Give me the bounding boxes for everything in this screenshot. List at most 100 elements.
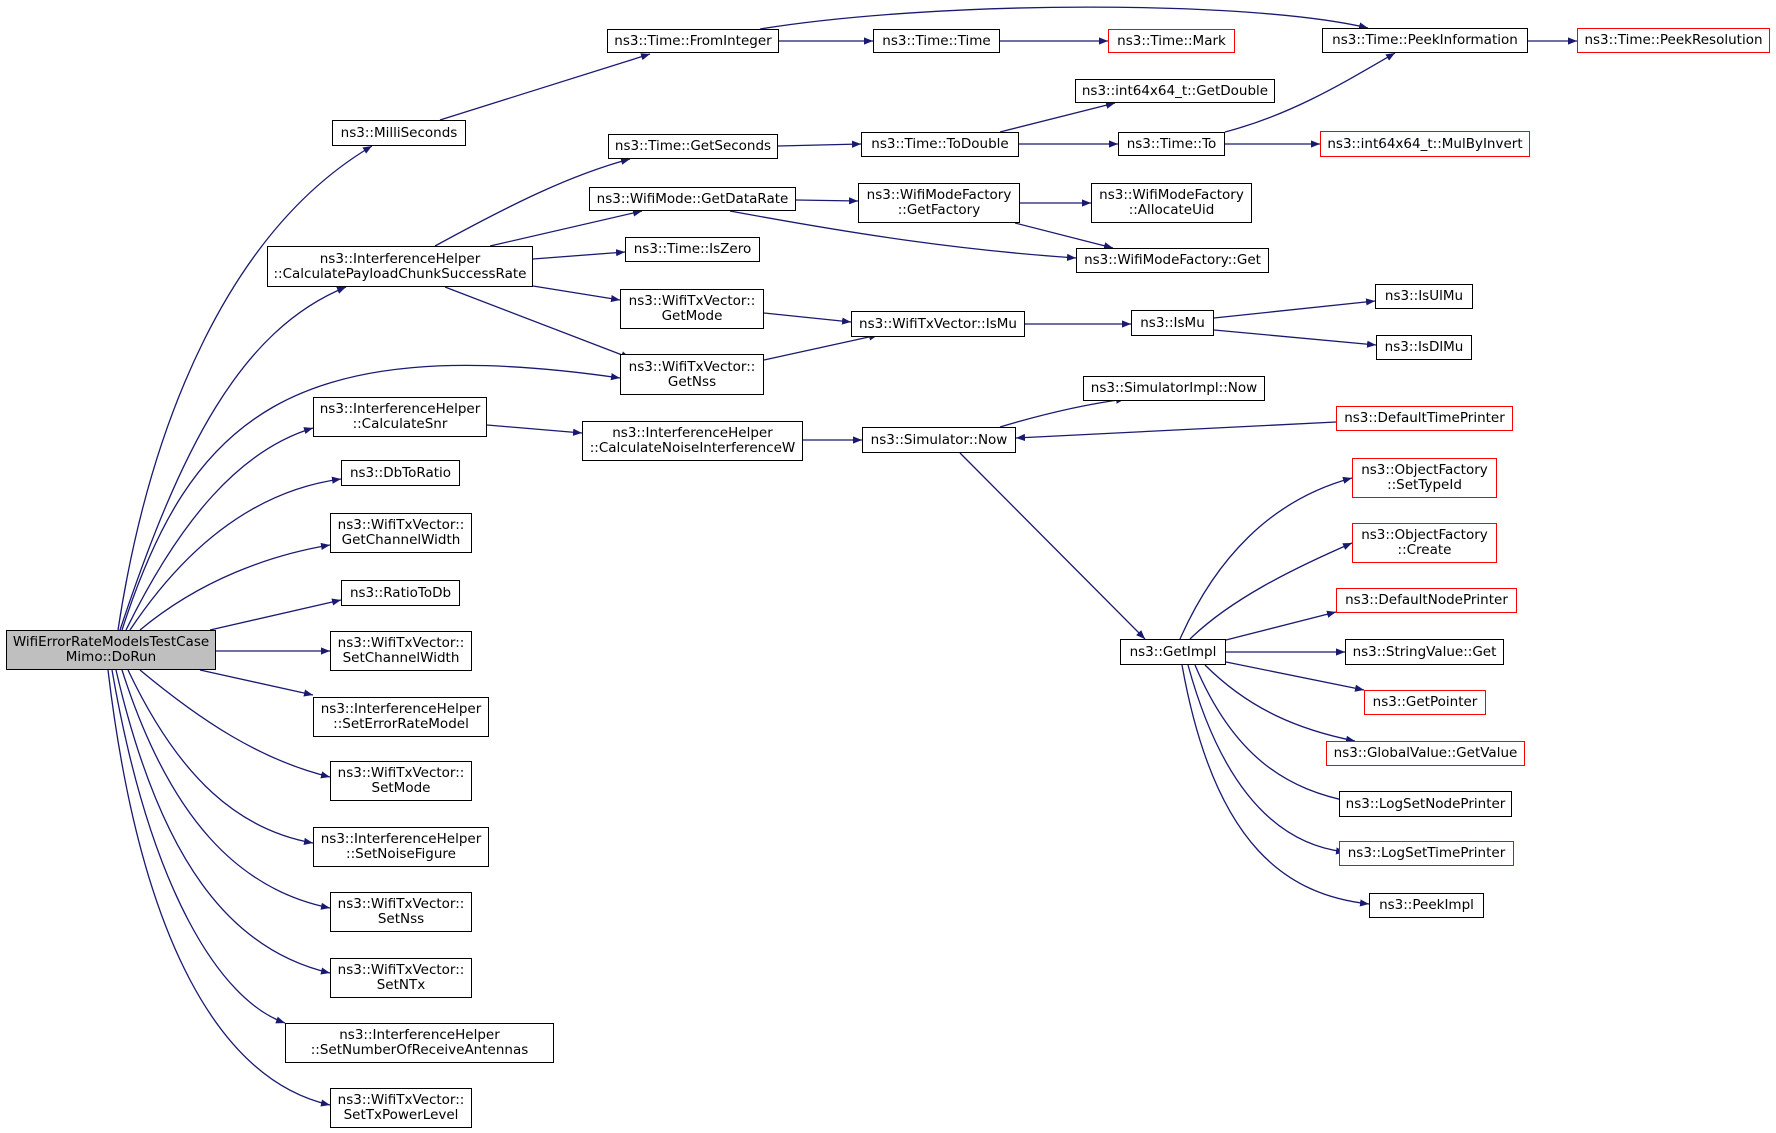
node-label-line: ns3::DefaultTimePrinter [1344,410,1505,426]
edge-root-dbtoratio [129,476,342,631]
node-strget[interactable]: ns3::StringValue::Get [1345,639,1504,665]
node-label-line: ::Create [1397,542,1452,558]
edge-root-setnf [127,669,314,845]
node-ratiotodb[interactable]: ns3::RatioToDb [341,580,460,606]
node-txismu[interactable]: ns3::WifiTxVector::IsMu [851,311,1025,337]
edge-root-setnss [121,669,331,910]
edge-getdatarate-wmfget [729,210,1077,261]
edge-root-setmode [139,669,331,779]
node-label-line: ns3::WifiModeFactory::Get [1084,252,1261,268]
node-mulbyinv[interactable]: ns3::int64x64_t::MulByInvert [1320,131,1530,157]
node-mark[interactable]: ns3::Time::Mark [1108,29,1235,53]
node-label-line: ns3::InterferenceHelper [320,831,482,847]
node-label-line: ns3::DefaultNodePrinter [1345,592,1508,608]
edge-getimpl-peekimpl [1181,664,1370,907]
node-label-line: SetTxPowerLevel [343,1107,459,1123]
node-label-line: ns3::InterferenceHelper [612,425,773,441]
node-calcniw[interactable]: ns3::InterferenceHelper::CalculateNoiseI… [582,421,803,461]
edge-getdatarate-getfactory [795,197,859,205]
node-settypeid[interactable]: ns3::ObjectFactory::SetTypeId [1352,458,1497,498]
node-label-line: ns3::int64x64_t::GetDouble [1081,82,1269,99]
node-label-line: ::CalculatePayloadChunkSuccessRate [273,265,527,282]
node-defnode[interactable]: ns3::DefaultNodePrinter [1336,588,1517,613]
node-gvget[interactable]: ns3::GlobalValue::GetValue [1326,741,1525,766]
node-todouble[interactable]: ns3::Time::ToDouble [861,132,1019,157]
node-iszero[interactable]: ns3::Time::IsZero [625,237,760,262]
edge-getimpl-ofcreate [1189,542,1353,640]
node-getnss[interactable]: ns3::WifiTxVector::GetNss [620,354,764,395]
node-label-line: ns3::WifiTxVector:: [337,1092,465,1108]
node-calcsnr[interactable]: ns3::InterferenceHelper::CalculateSnr [313,397,487,437]
node-label-line: ::SetErrorRateModel [333,716,469,732]
node-label-line: ns3::IsMu [1140,314,1205,331]
node-getmode[interactable]: ns3::WifiTxVector::GetMode [620,289,764,329]
node-label-line: ns3::Time::GetSeconds [614,138,772,154]
node-label-line: ns3::Time::PeekResolution [1584,32,1763,48]
node-label-line: ns3::Time::Mark [1117,32,1226,49]
node-cpcsr[interactable]: ns3::InterferenceHelper::CalculatePayloa… [267,246,533,287]
node-setmode[interactable]: ns3::WifiTxVector::SetMode [330,761,472,801]
node-peekimpl[interactable]: ns3::PeekImpl [1369,893,1484,918]
node-timeto[interactable]: ns3::Time::To [1118,132,1225,156]
edge-fromint-peekinfo [759,6,1369,30]
node-label-line: ns3::WifiModeFactory [1099,187,1244,203]
edge-getimpl-gvget [1204,664,1356,743]
edge-getnss-txismu [763,333,879,361]
node-label-line: ns3::DbToRatio [349,464,452,481]
node-getchw[interactable]: ns3::WifiTxVector::GetChannelWidth [330,513,472,553]
node-label-line: ns3::ObjectFactory [1361,527,1488,543]
node-label-line: ns3::IsUlMu [1384,288,1464,304]
node-peekres[interactable]: ns3::Time::PeekResolution [1577,28,1770,53]
node-isdlmu[interactable]: ns3::IsDlMu [1376,335,1472,360]
node-setnss[interactable]: ns3::WifiTxVector::SetNss [330,892,472,932]
node-getdouble[interactable]: ns3::int64x64_t::GetDouble [1075,79,1275,103]
node-label-line: ns3::GlobalValue::GetValue [1333,745,1518,761]
node-label-line: WifiErrorRateModelsTestCase [12,634,210,650]
edge-getfactory-wmfget [1014,222,1114,250]
node-getsec[interactable]: ns3::Time::GetSeconds [608,134,778,159]
node-label-line: ns3::GetPointer [1372,694,1478,710]
node-allocuid[interactable]: ns3::WifiModeFactory::AllocateUid [1091,183,1252,223]
node-label-line: ns3::PeekImpl [1379,897,1474,913]
node-setnra[interactable]: ns3::InterferenceHelper::SetNumberOfRece… [285,1023,554,1063]
node-seterm[interactable]: ns3::InterferenceHelper::SetErrorRateMod… [313,697,489,737]
node-settxpl[interactable]: ns3::WifiTxVector::SetTxPowerLevel [330,1088,472,1128]
edge-root-settxpl [107,669,331,1107]
node-logtime[interactable]: ns3::LogSetTimePrinter [1339,841,1514,866]
node-label-line: ns3::WifiTxVector:: [337,635,465,651]
node-ismu[interactable]: ns3::IsMu [1131,310,1214,336]
edge-root-milli [117,145,373,631]
node-fromint[interactable]: ns3::Time::FromInteger [607,29,779,53]
node-label-line: ns3::InterferenceHelper [339,1027,500,1043]
edge-root-getchw [139,542,331,631]
node-getptr[interactable]: ns3::GetPointer [1364,690,1486,715]
node-isulmu[interactable]: ns3::IsUlMu [1375,284,1473,309]
edge-cpcsr-iszero [532,249,626,260]
node-label-line: ns3::WifiTxVector:: [628,293,756,309]
node-getdatarate[interactable]: ns3::WifiMode::GetDataRate [589,187,796,211]
node-simimplnow[interactable]: ns3::SimulatorImpl::Now [1083,376,1265,401]
node-label-line: ns3::Time::To [1126,135,1217,152]
node-setnf[interactable]: ns3::InterferenceHelper::SetNoiseFigure [313,827,489,867]
node-setchw[interactable]: ns3::WifiTxVector::SetChannelWidth [330,631,472,671]
node-label-line: SetChannelWidth [342,650,460,666]
node-label-line: ns3::InterferenceHelper [319,401,481,417]
node-dbtoratio[interactable]: ns3::DbToRatio [341,460,460,486]
node-wmfget[interactable]: ns3::WifiModeFactory::Get [1076,248,1269,273]
edge-getimpl-settypeid [1179,476,1353,640]
node-deftime[interactable]: ns3::DefaultTimePrinter [1336,406,1513,431]
node-milli[interactable]: ns3::MilliSeconds [332,120,466,146]
node-label-line: ::CalculateSnr [352,416,448,432]
node-peekinfo[interactable]: ns3::Time::PeekInformation [1322,28,1528,53]
node-getfactory[interactable]: ns3::WifiModeFactory::GetFactory [858,183,1020,223]
node-label-line: ns3::int64x64_t::MulByInvert [1327,135,1523,152]
node-getimpl[interactable]: ns3::GetImpl [1120,639,1226,665]
node-timetime[interactable]: ns3::Time::Time [873,29,1000,53]
node-ofcreate[interactable]: ns3::ObjectFactory::Create [1352,523,1497,563]
node-label-line: ns3::Simulator::Now [870,431,1008,448]
node-setntx[interactable]: ns3::WifiTxVector::SetNTx [330,958,472,998]
node-simnow[interactable]: ns3::Simulator::Now [862,427,1016,453]
node-label-line: ns3::WifiTxVector:: [628,358,756,375]
node-lognode[interactable]: ns3::LogSetNodePrinter [1339,791,1512,817]
